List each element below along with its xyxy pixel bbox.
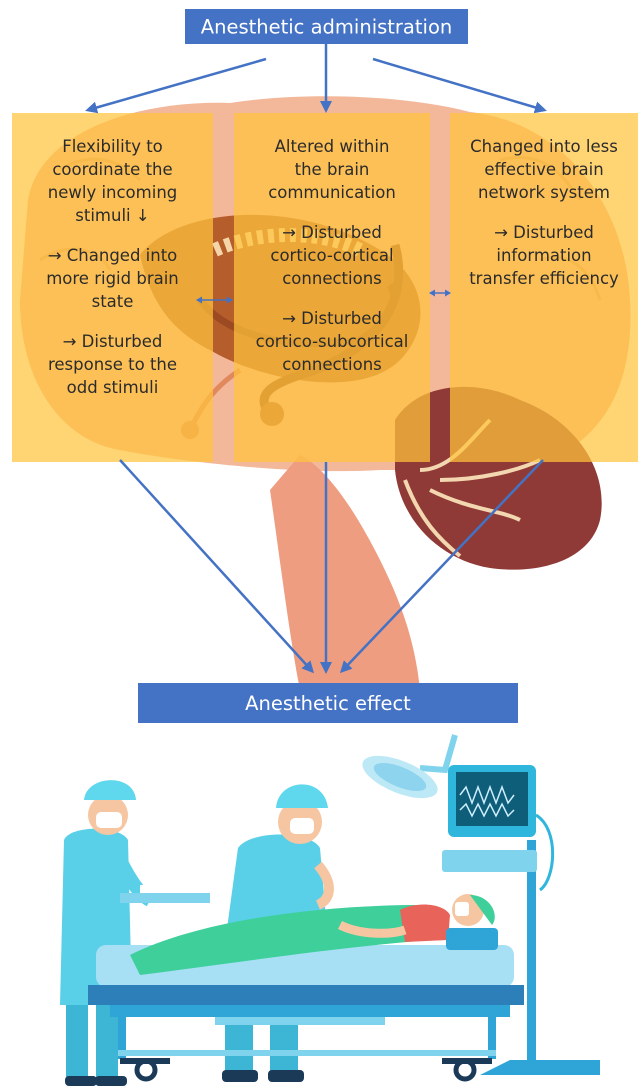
panel-flexibility-text-1: Flexibility to coordinate the newly inco…	[12, 135, 213, 227]
panel-flexibility-text-2: → Changed into more rigid brain state	[12, 244, 213, 313]
panel-network: Changed into less effective brain networ…	[450, 113, 638, 462]
panel-communication-text-1: Altered within the brain communication	[234, 135, 430, 204]
header-bar: Anesthetic administration	[185, 9, 468, 44]
panel-network-text-1: Changed into less effective brain networ…	[450, 135, 638, 204]
panel-communication-text-2: → Disturbed cortico-cortical connections	[234, 221, 430, 290]
surgeon-left	[60, 780, 210, 1086]
panel-communication: Altered within the brain communication →…	[234, 113, 430, 462]
panel-communication-text-3: → Disturbed cortico-subcortical connecti…	[234, 307, 430, 376]
operating-lamp	[357, 735, 455, 807]
panel-flexibility-text-3: → Disturbed response to the odd stimuli	[12, 330, 213, 399]
panel-flexibility: Flexibility to coordinate the newly inco…	[12, 113, 213, 462]
header-label: Anesthetic administration	[201, 16, 452, 39]
panel-network-text-2: → Disturbed information transfer efficie…	[450, 221, 638, 290]
footer-label: Anesthetic effect	[245, 692, 411, 715]
footer-bar: Anesthetic effect	[138, 683, 518, 723]
operating-room-illustration	[60, 735, 600, 1086]
